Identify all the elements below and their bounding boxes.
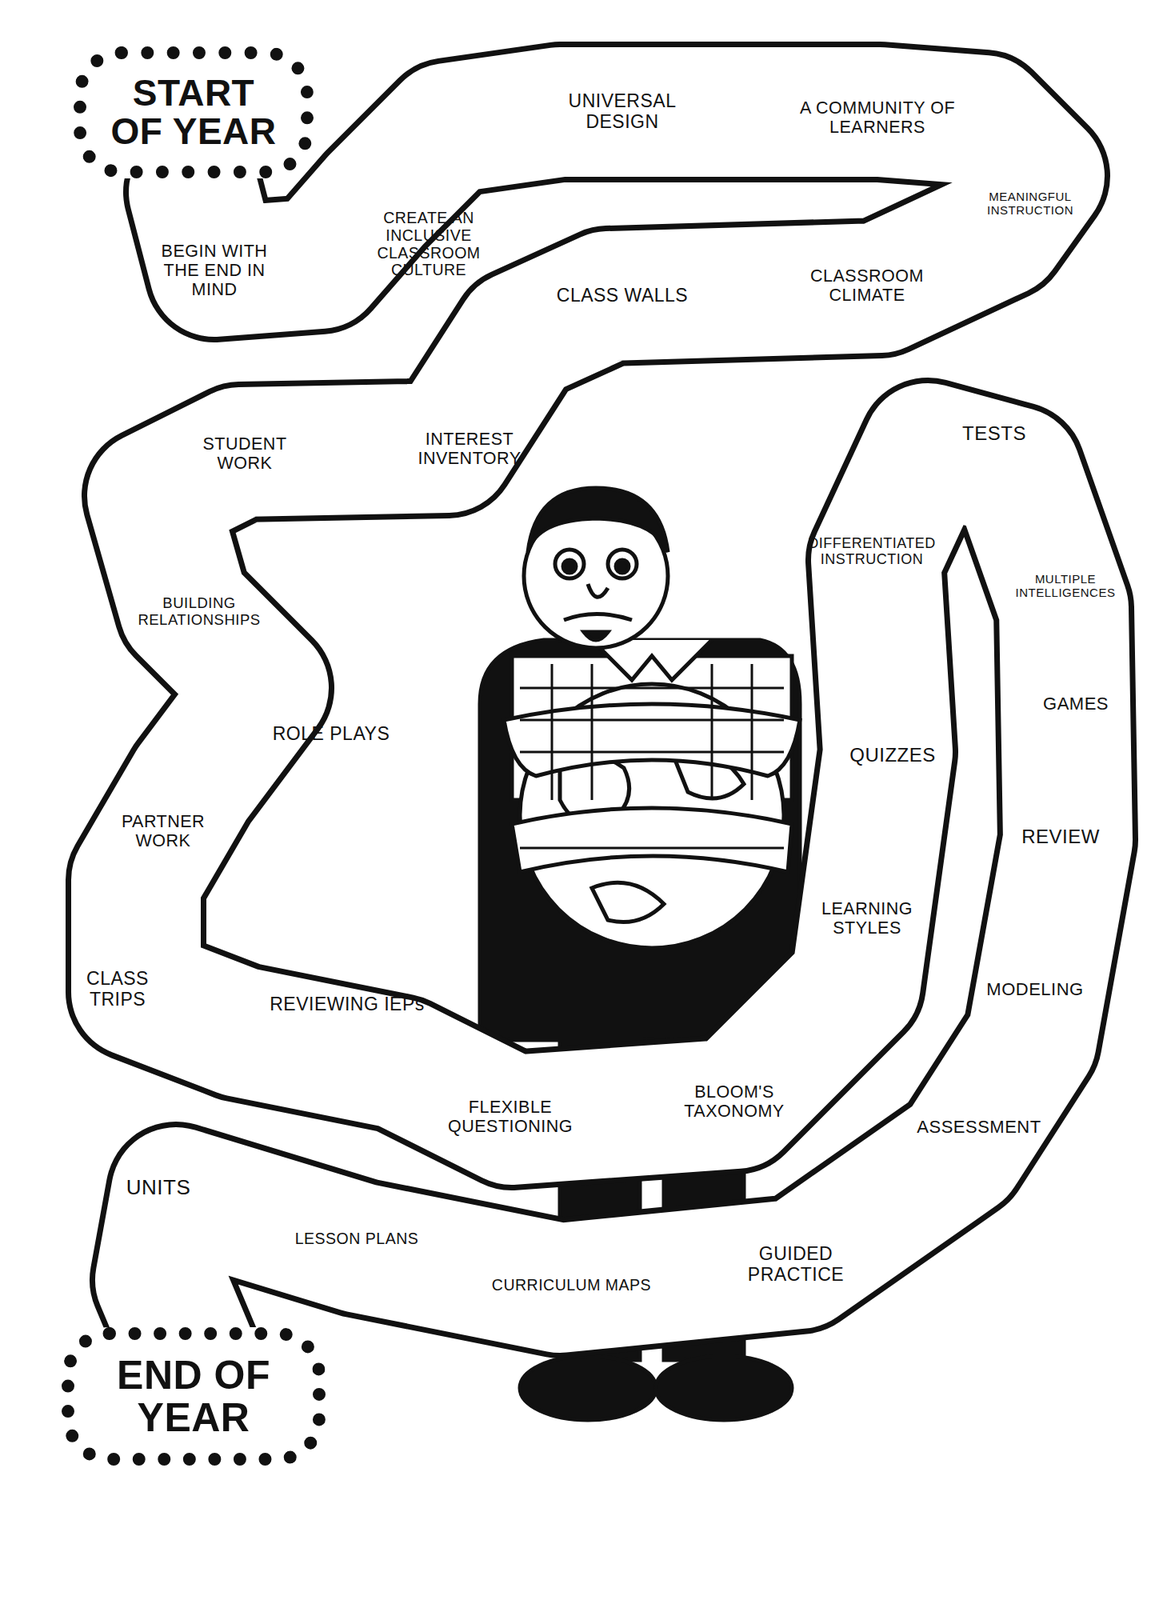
shirt-plaid — [519, 663, 784, 848]
space-label: STUDENT WORK — [173, 434, 316, 473]
board-space: UNIVERSAL DESIGN — [531, 91, 714, 133]
board-space: LEARNING STYLES — [791, 899, 943, 938]
space-label: GUIDED PRACTICE — [724, 1243, 868, 1286]
board-space: BUILDING RELATIONSHIPS — [103, 595, 295, 628]
space-label: CURRICULUM MAPS — [491, 1276, 652, 1295]
space-label: LESSON PLANS — [295, 1230, 419, 1248]
board-space: QUIZZES — [824, 744, 961, 767]
space-label: PARTNER WORK — [91, 811, 235, 851]
milestone-bubble: START OF YEAR — [73, 46, 314, 179]
space-label: A COMMUNITY OF LEARNERS — [782, 98, 973, 137]
board-space: CLASS TRIPS — [58, 968, 177, 1011]
board-space: CURRICULUM MAPS — [488, 1276, 655, 1295]
board-space: ROLE PLAYS — [271, 723, 392, 745]
space-label: BEGIN WITH THE END IN MIND — [143, 241, 286, 300]
space-label: LEARNING STYLES — [791, 899, 943, 938]
board-space: REVIEW — [1000, 826, 1121, 848]
space-label: UNIVERSAL DESIGN — [531, 91, 714, 133]
space-label: TESTS — [962, 423, 1027, 445]
path-fill — [135, 111, 1068, 1360]
board-space: STUDENT WORK — [173, 434, 316, 473]
board-space: GAMES — [1015, 694, 1136, 715]
board-space: PARTNER WORK — [91, 811, 235, 851]
board-space: UNITS — [98, 1175, 219, 1199]
space-label: GAMES — [1043, 694, 1109, 715]
space-label: INTEREST INVENTORY — [386, 429, 553, 468]
space-label: CLASSROOM CLIMATE — [783, 266, 951, 305]
space-label: UNITS — [126, 1175, 192, 1199]
space-label: MODELING — [986, 979, 1084, 1000]
board-space: ASSESSMENT — [903, 1117, 1056, 1138]
board-space: TESTS — [934, 423, 1055, 445]
space-label: CREATE AN INCLUSIVE CLASSROOM CULTURE — [357, 209, 500, 280]
space-label: DIFFERENTIATED INSTRUCTION — [780, 535, 964, 568]
board-space: DIFFERENTIATED INSTRUCTION — [780, 535, 964, 568]
space-label: BUILDING RELATIONSHIPS — [103, 595, 295, 628]
board-space: REVIEWING IEPs — [267, 994, 428, 1016]
space-label: ASSESSMENT — [916, 1117, 1041, 1138]
space-label: MEANINGFUL INSTRUCTION — [963, 190, 1098, 218]
board-space: BEGIN WITH THE END IN MIND — [143, 241, 286, 300]
board-space: MODELING — [971, 979, 1100, 1000]
board-space: FLEXIBLE QUESTIONING — [423, 1097, 598, 1136]
board-space: CLASS WALLS — [554, 285, 691, 307]
space-label: END OF YEAR — [90, 1354, 297, 1439]
path-outline — [135, 111, 1068, 1360]
space-label: BLOOM'S TAXONOMY — [655, 1082, 814, 1121]
board-space: MEANINGFUL INSTRUCTION — [963, 190, 1098, 218]
space-label: CLASS TRIPS — [58, 968, 177, 1011]
milestone-bubble: END OF YEAR — [61, 1326, 326, 1466]
board-space: BLOOM'S TAXONOMY — [655, 1082, 814, 1121]
space-label: CLASS WALLS — [556, 285, 688, 307]
space-label: ROLE PLAYS — [272, 723, 390, 745]
board-space: LESSON PLANS — [293, 1230, 420, 1248]
space-label: REVIEW — [1021, 826, 1100, 848]
board-space: INTEREST INVENTORY — [386, 429, 553, 468]
space-label: FLEXIBLE QUESTIONING — [423, 1097, 598, 1136]
space-label: QUIZZES — [849, 744, 936, 767]
board-space: CLASSROOM CLIMATE — [783, 266, 951, 305]
board-space: MULTIPLE INTELLIGENCES — [994, 572, 1137, 600]
space-label: REVIEWING IEPs — [269, 994, 425, 1016]
space-label: MULTIPLE INTELLIGENCES — [994, 572, 1137, 600]
space-label: START OF YEAR — [102, 73, 285, 152]
board-space: GUIDED PRACTICE — [724, 1243, 868, 1286]
board-space: CREATE AN INCLUSIVE CLASSROOM CULTURE — [357, 209, 500, 280]
board-space: A COMMUNITY OF LEARNERS — [782, 98, 973, 137]
